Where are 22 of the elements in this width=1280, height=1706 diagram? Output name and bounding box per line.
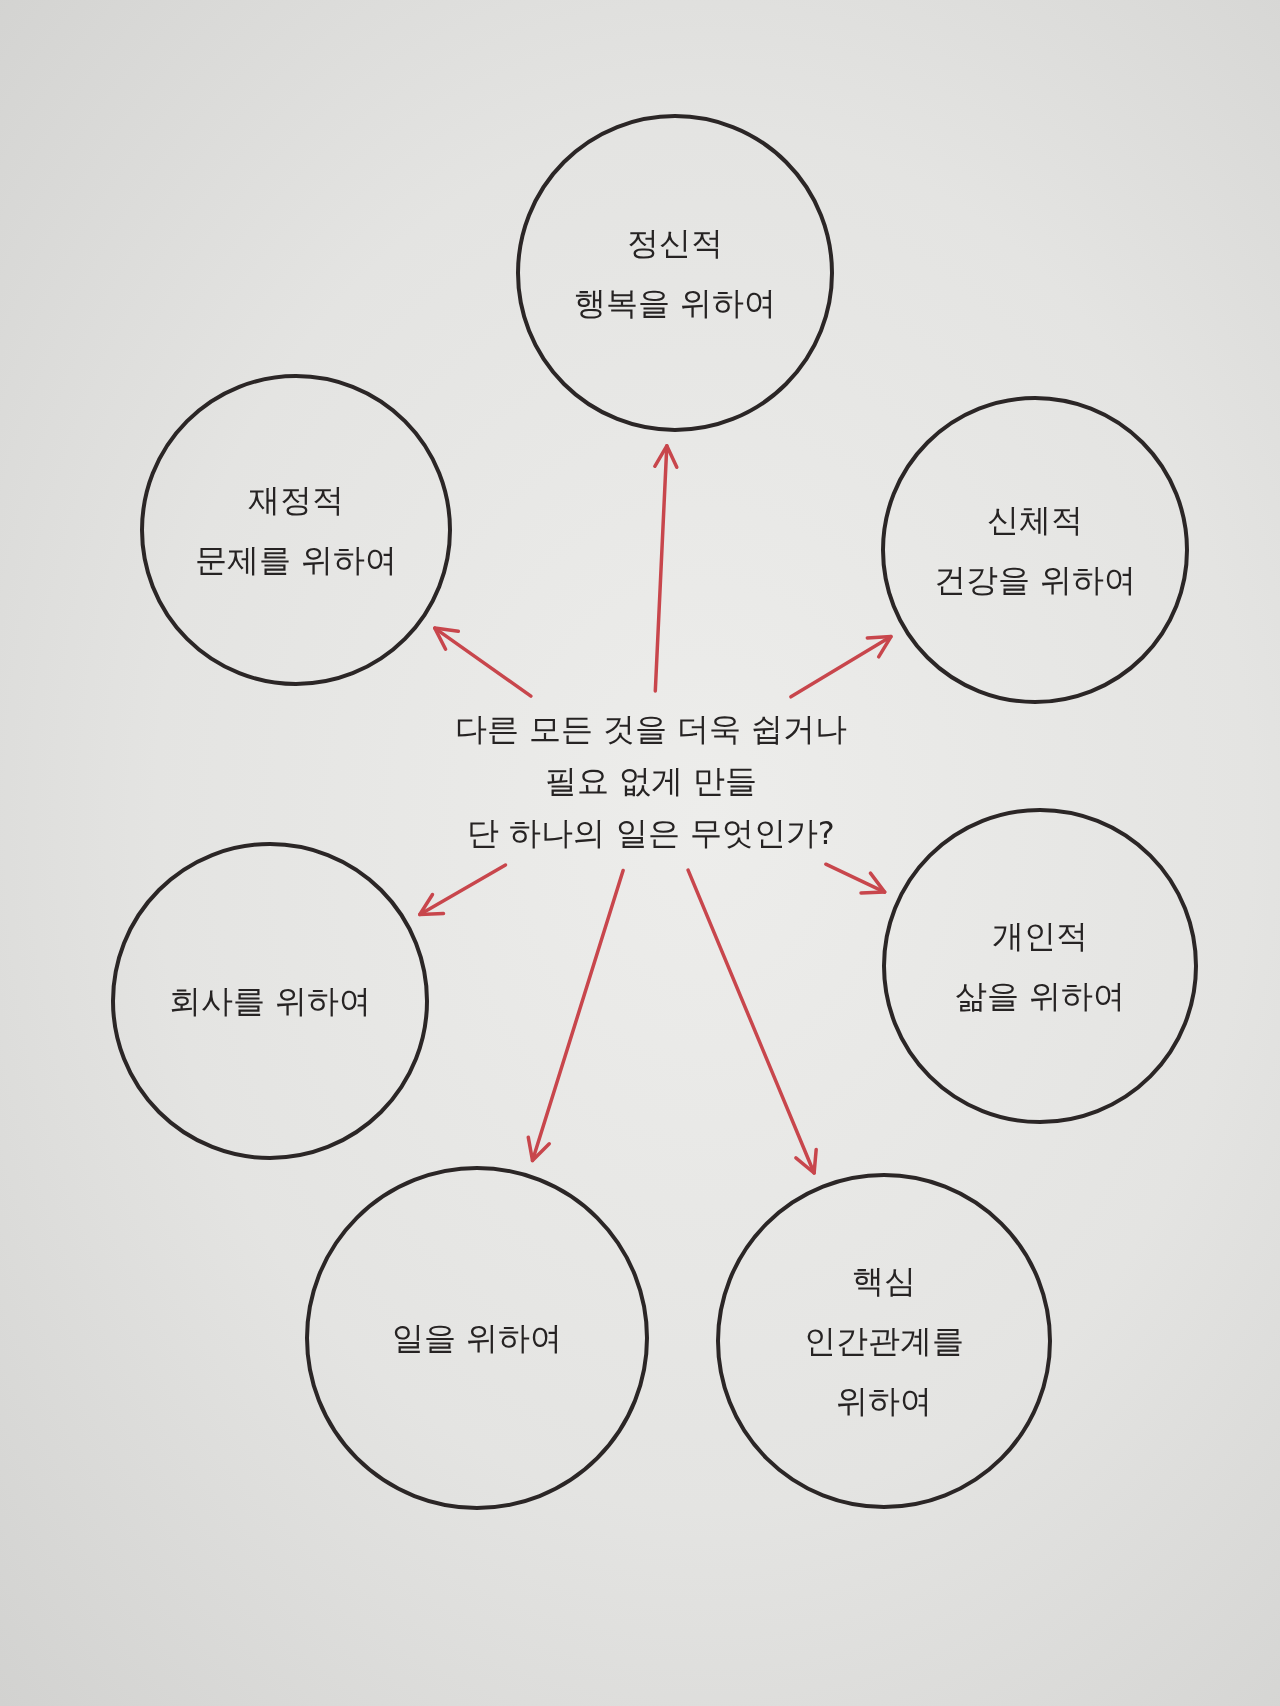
arrow xyxy=(824,862,887,895)
arrow xyxy=(789,634,893,699)
arrow xyxy=(526,868,625,1163)
arrow xyxy=(418,863,508,917)
arrow xyxy=(653,444,679,693)
circle-label: 재정적 문제를 위하여 xyxy=(194,480,398,581)
circle-label: 정신적 행복을 위하여 xyxy=(573,223,777,324)
circle-node xyxy=(516,114,834,432)
circle-label: 개인적 삶을 위하여 xyxy=(954,916,1126,1017)
circle-node xyxy=(716,1173,1052,1509)
circle-node xyxy=(881,396,1189,704)
circle-node xyxy=(140,374,452,686)
circle-node xyxy=(882,808,1198,1124)
circle-node xyxy=(111,842,429,1160)
circle-node xyxy=(305,1166,649,1510)
arrow xyxy=(433,626,533,698)
arrow xyxy=(686,868,818,1175)
question-text: 다른 모든 것을 더욱 쉽거나 필요 없게 만들 단 하나의 일은 무엇인가? xyxy=(454,703,848,859)
circle-label: 일을 위하여 xyxy=(391,1318,563,1359)
circle-label: 신체적 건강을 위하여 xyxy=(933,500,1137,601)
circle-label: 회사를 위하여 xyxy=(168,981,372,1022)
circle-label: 핵심 인간관계를 위하여 xyxy=(804,1261,964,1422)
